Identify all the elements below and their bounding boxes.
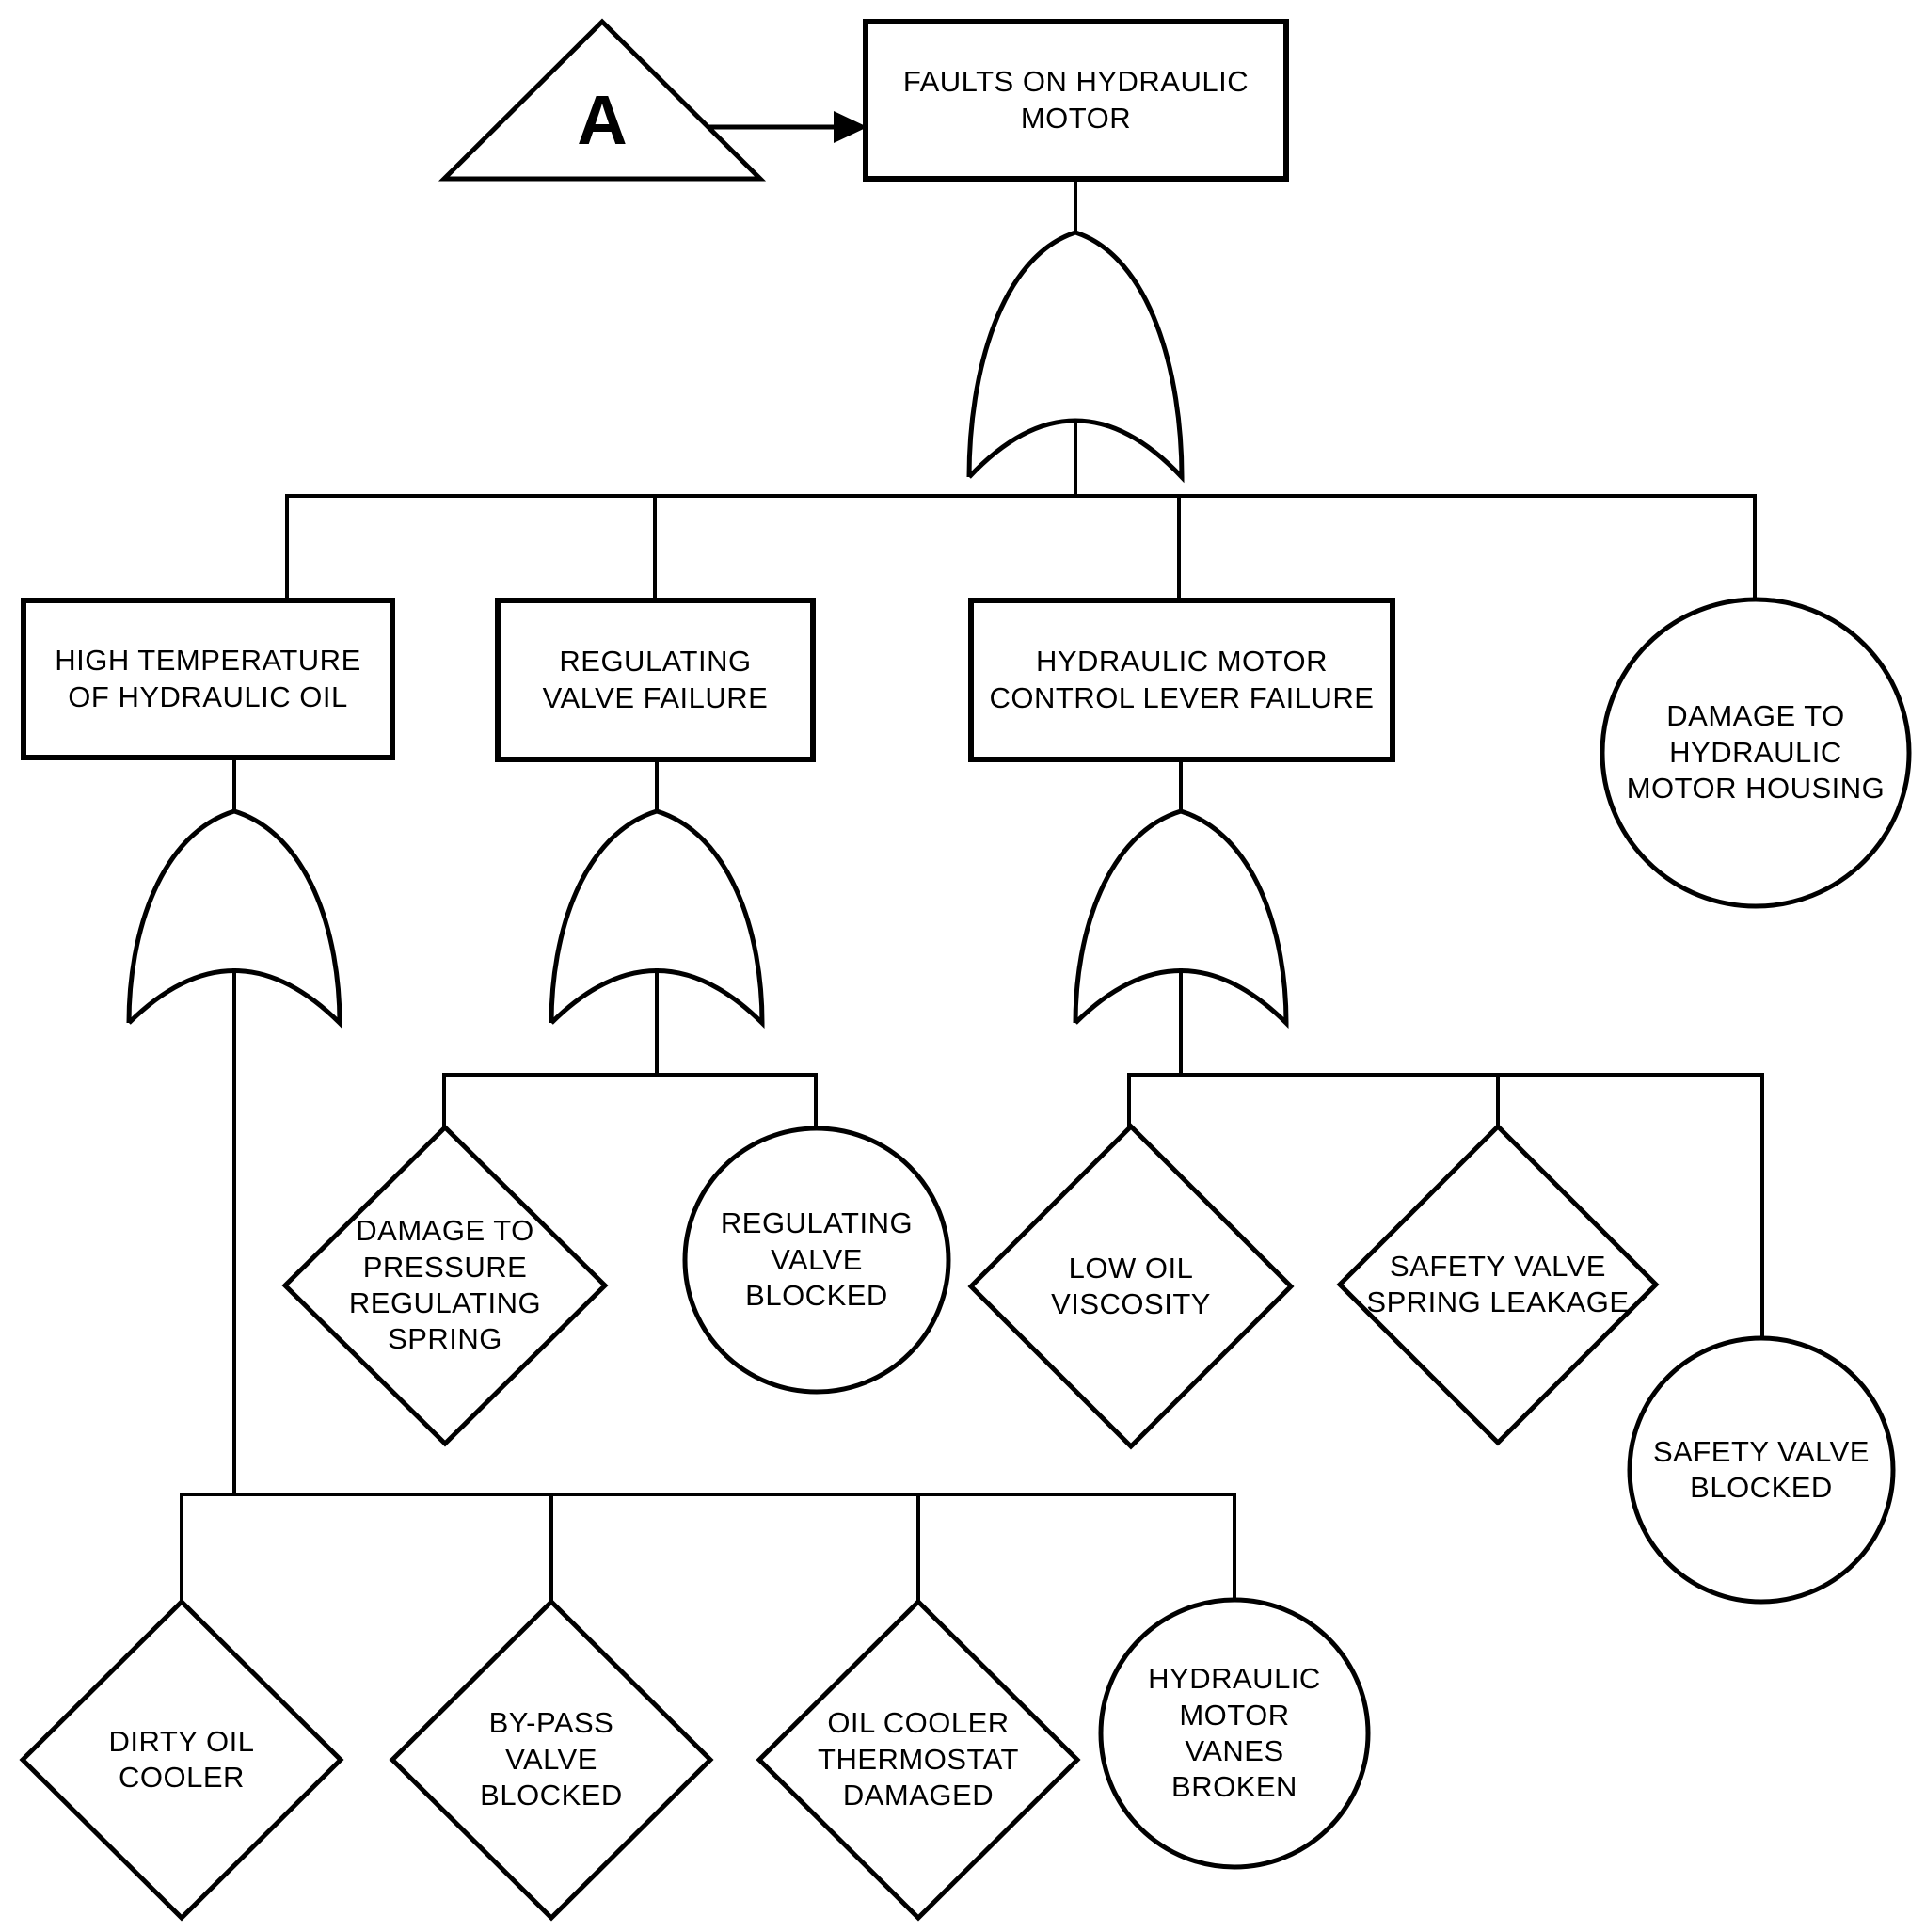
or-gate-top-icon [966,230,1185,484]
transfer-arrowhead-icon [834,111,867,143]
bypass-valve-blocked-diamond [389,1598,714,1922]
low-oil-viscosity-diamond [967,1123,1295,1450]
regulating-valve-blocked-circle [682,1126,951,1395]
dirty-oil-cooler-diamond [19,1598,344,1922]
oil-cooler-thermostat-diamond [756,1598,1081,1922]
or-gate-reg-valve-icon [549,808,765,1029]
transfer-triangle-icon [438,18,767,182]
safety-valve-spring-leakage-diamond [1336,1123,1660,1446]
top-event-box [863,19,1289,182]
or-gate-lever-icon [1073,808,1289,1029]
regulating-valve-failure-box [495,598,816,762]
motor-vanes-broken-circle [1098,1597,1371,1870]
control-lever-failure-box [968,598,1395,762]
or-gate-high-temp-icon [126,808,342,1029]
high-temperature-box [21,598,395,760]
safety-valve-blocked-circle [1627,1335,1896,1605]
motor-housing-damage-circle [1600,597,1912,909]
pressure-spring-damage-diamond [281,1124,609,1447]
